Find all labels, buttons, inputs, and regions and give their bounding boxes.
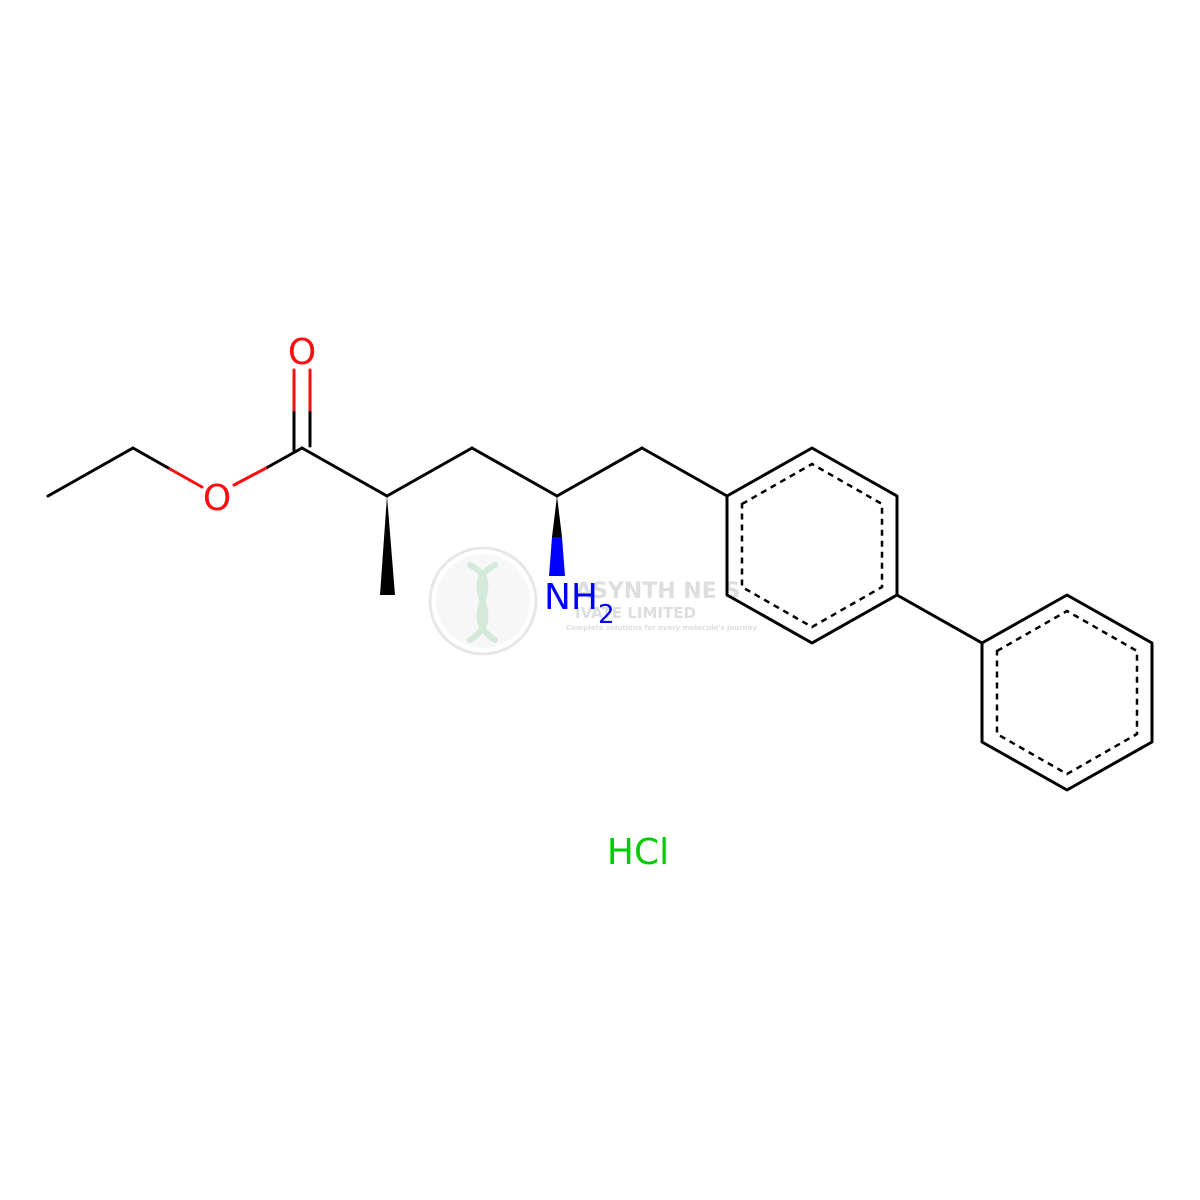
atom-amine-nitrogen: NH <box>544 577 598 618</box>
watermark: ASYNTH NE S IVATE LIMITED Complete solut… <box>428 546 757 656</box>
phenyl-ring-1 <box>725 446 899 645</box>
atom-amine-subscript: 2 <box>598 600 615 630</box>
phenyl-ring-2-aromatic <box>995 609 1139 776</box>
watermark-tagline: Complete solutions for every molecule's … <box>566 624 757 632</box>
bond-c2-c3 <box>385 446 474 498</box>
salt-hcl-label: HCl <box>607 832 669 873</box>
bond-ester-oc-red <box>232 465 270 487</box>
phenyl-ring-2 <box>980 593 1154 792</box>
bond-ethyl-co-red <box>168 467 204 489</box>
bond-biaryl <box>895 593 984 645</box>
dna-logo-icon <box>467 562 498 643</box>
watermark-logo-ring <box>428 546 538 656</box>
bond-ethyl-co <box>131 446 172 471</box>
bond-c3-c4 <box>470 446 559 498</box>
wedge-bond-amine-black <box>552 496 562 537</box>
atom-carbonyl-oxygen: O <box>288 332 316 373</box>
watermark-company-suffix: IVATE LIMITED <box>575 604 696 622</box>
bond-c1-c2 <box>300 446 389 498</box>
phenyl-ring-1-aromatic <box>740 462 884 629</box>
bond-ester-oc <box>266 446 304 469</box>
bond-c5-ring <box>640 446 729 498</box>
bond-ethyl-cc <box>46 446 135 498</box>
atom-ester-oxygen: O <box>203 478 231 519</box>
bond-c4-c5 <box>555 446 644 498</box>
wedge-bond-amine-blue <box>549 537 565 576</box>
watermark-company-name: ASYNTH NE S <box>575 579 740 604</box>
wedge-bond-methyl <box>380 496 395 595</box>
